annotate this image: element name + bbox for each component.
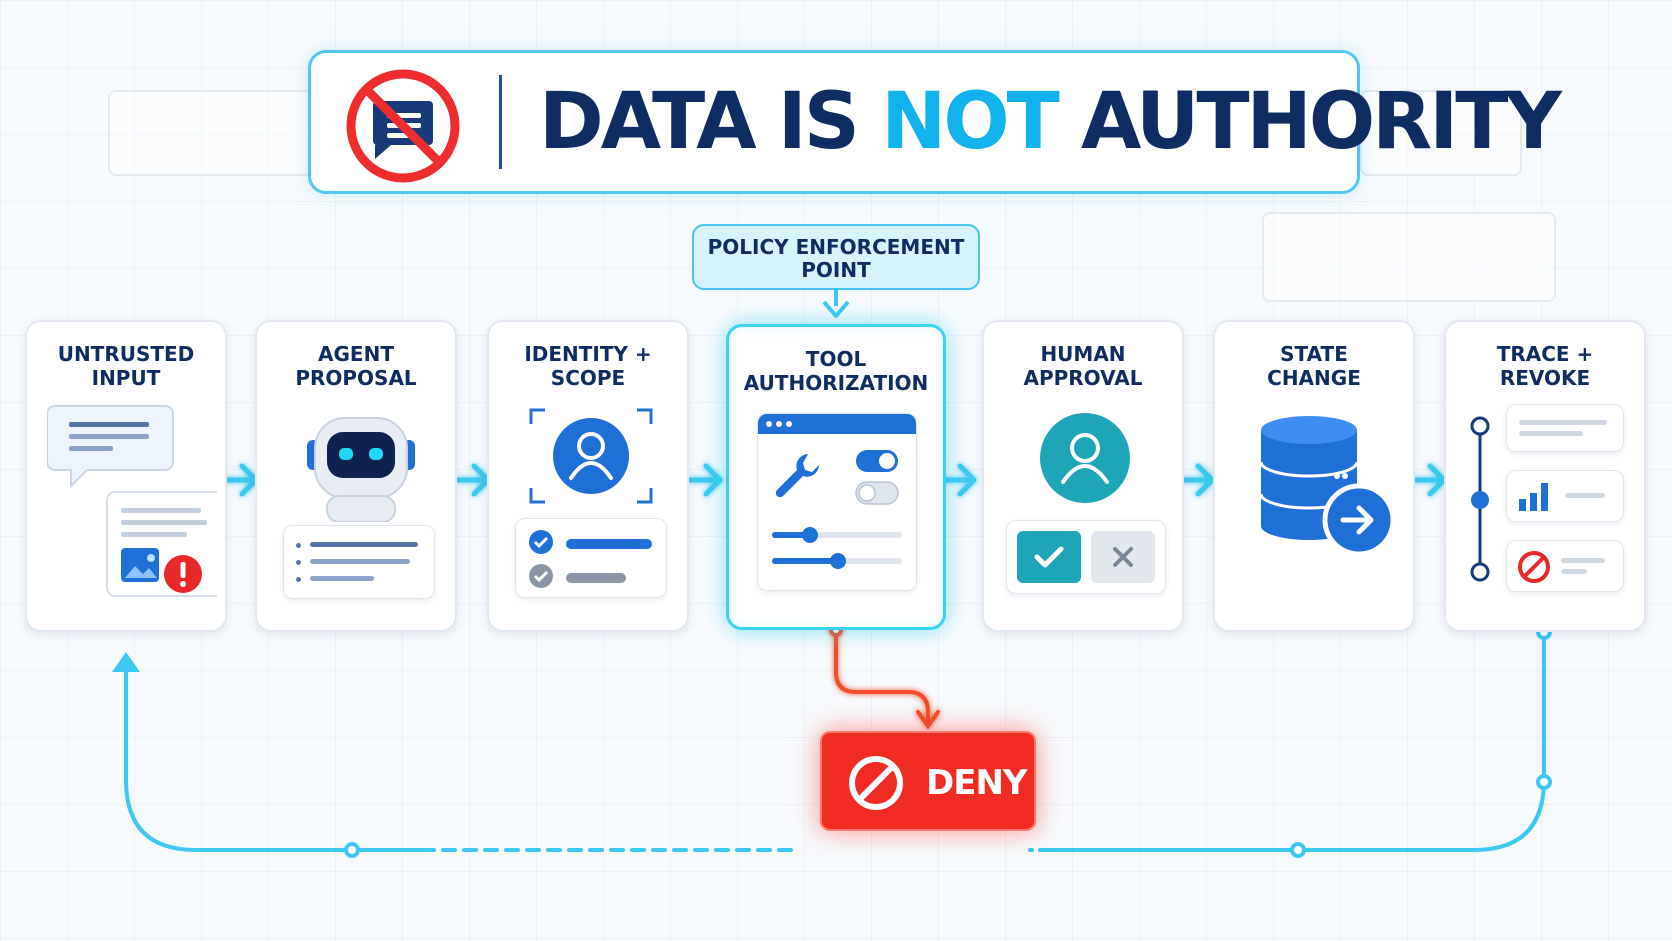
- flow-arrow-5: [1179, 463, 1215, 497]
- title-highlight: NOT: [881, 77, 1060, 167]
- tool-settings-panel: [757, 413, 917, 591]
- chat-warning-icon: [47, 405, 217, 597]
- step-card-untrusted-input[interactable]: UNTRUSTED INPUT: [25, 320, 227, 632]
- warning-icon: [164, 555, 202, 593]
- check-icon: [529, 530, 553, 588]
- deny-outcome: DENY: [820, 731, 1036, 831]
- title-divider: [499, 75, 502, 169]
- flow-arrow-3: [687, 463, 723, 497]
- step-card-state-change[interactable]: STATE CHANGE: [1213, 320, 1415, 632]
- step-title: IDENTITY + SCOPE: [524, 342, 652, 390]
- step-card-agent-proposal[interactable]: AGENT PROPOSAL: [255, 320, 457, 632]
- background-decoration-left: [108, 90, 312, 176]
- page-title: DATA IS NOT AUTHORITY: [539, 75, 1562, 169]
- flow-arrow-2: [455, 463, 491, 497]
- step-card-human-approval[interactable]: HUMAN APPROVAL: [982, 320, 1184, 632]
- database-arrow-icon: [1259, 416, 1396, 556]
- revoke-entry: [1506, 540, 1624, 592]
- step-title: STATE CHANGE: [1267, 342, 1361, 390]
- flow-arrow-4: [941, 463, 977, 497]
- step-card-tool-authorization[interactable]: TOOL AUTHORIZATION: [726, 324, 946, 630]
- user-scan-icon: [529, 408, 653, 504]
- title-suffix: AUTHORITY: [1056, 77, 1562, 167]
- title-banner: DATA IS NOT AUTHORITY: [308, 50, 1562, 194]
- trace-log-entry: [1506, 404, 1624, 452]
- scope-checklist: [515, 518, 667, 598]
- flow-arrow-1: [223, 463, 259, 497]
- revoke-icon: [1518, 551, 1550, 583]
- deny-connector: [829, 623, 940, 730]
- step-title: UNTRUSTED INPUT: [57, 342, 195, 390]
- step-title: TRACE + REVOKE: [1496, 342, 1594, 390]
- panel-titlebar: [758, 414, 916, 434]
- trace-metrics-entry: [1506, 470, 1624, 522]
- policy-enforcement-point-label: POLICY ENFORCEMENT POINT: [692, 224, 980, 290]
- step-title: TOOL AUTHORIZATION: [743, 347, 929, 395]
- title-prefix: DATA IS: [539, 77, 882, 167]
- pep-down-arrow: [822, 290, 850, 318]
- pep-label-text: POLICY ENFORCEMENT POINT: [707, 235, 965, 282]
- approval-buttons: [1006, 520, 1166, 594]
- slider-icon: [772, 527, 902, 569]
- step-title: AGENT PROPOSAL: [295, 342, 417, 390]
- step-card-trace-revoke[interactable]: TRACE + REVOKE: [1444, 320, 1646, 632]
- bar-chart-icon: [1519, 483, 1548, 511]
- timeline-icon: [1470, 416, 1490, 582]
- user-approve-icon: [1040, 413, 1130, 503]
- proposal-list: [283, 525, 435, 599]
- deny-icon: [849, 756, 903, 810]
- approve-reject-icons: [1017, 531, 1155, 583]
- step-card-identity-scope[interactable]: IDENTITY + SCOPE: [487, 320, 689, 632]
- toggle-switch-icon: [855, 450, 899, 505]
- background-decoration-panel: [1262, 212, 1556, 302]
- background-decoration-right: [1360, 90, 1522, 176]
- step-title: HUMAN APPROVAL: [1023, 342, 1143, 390]
- deny-label: DENY: [926, 763, 1028, 803]
- flow-arrow-6: [1411, 463, 1447, 497]
- robot-icon: [307, 417, 415, 522]
- wrench-icon: [775, 454, 819, 498]
- no-message-icon: [346, 69, 460, 183]
